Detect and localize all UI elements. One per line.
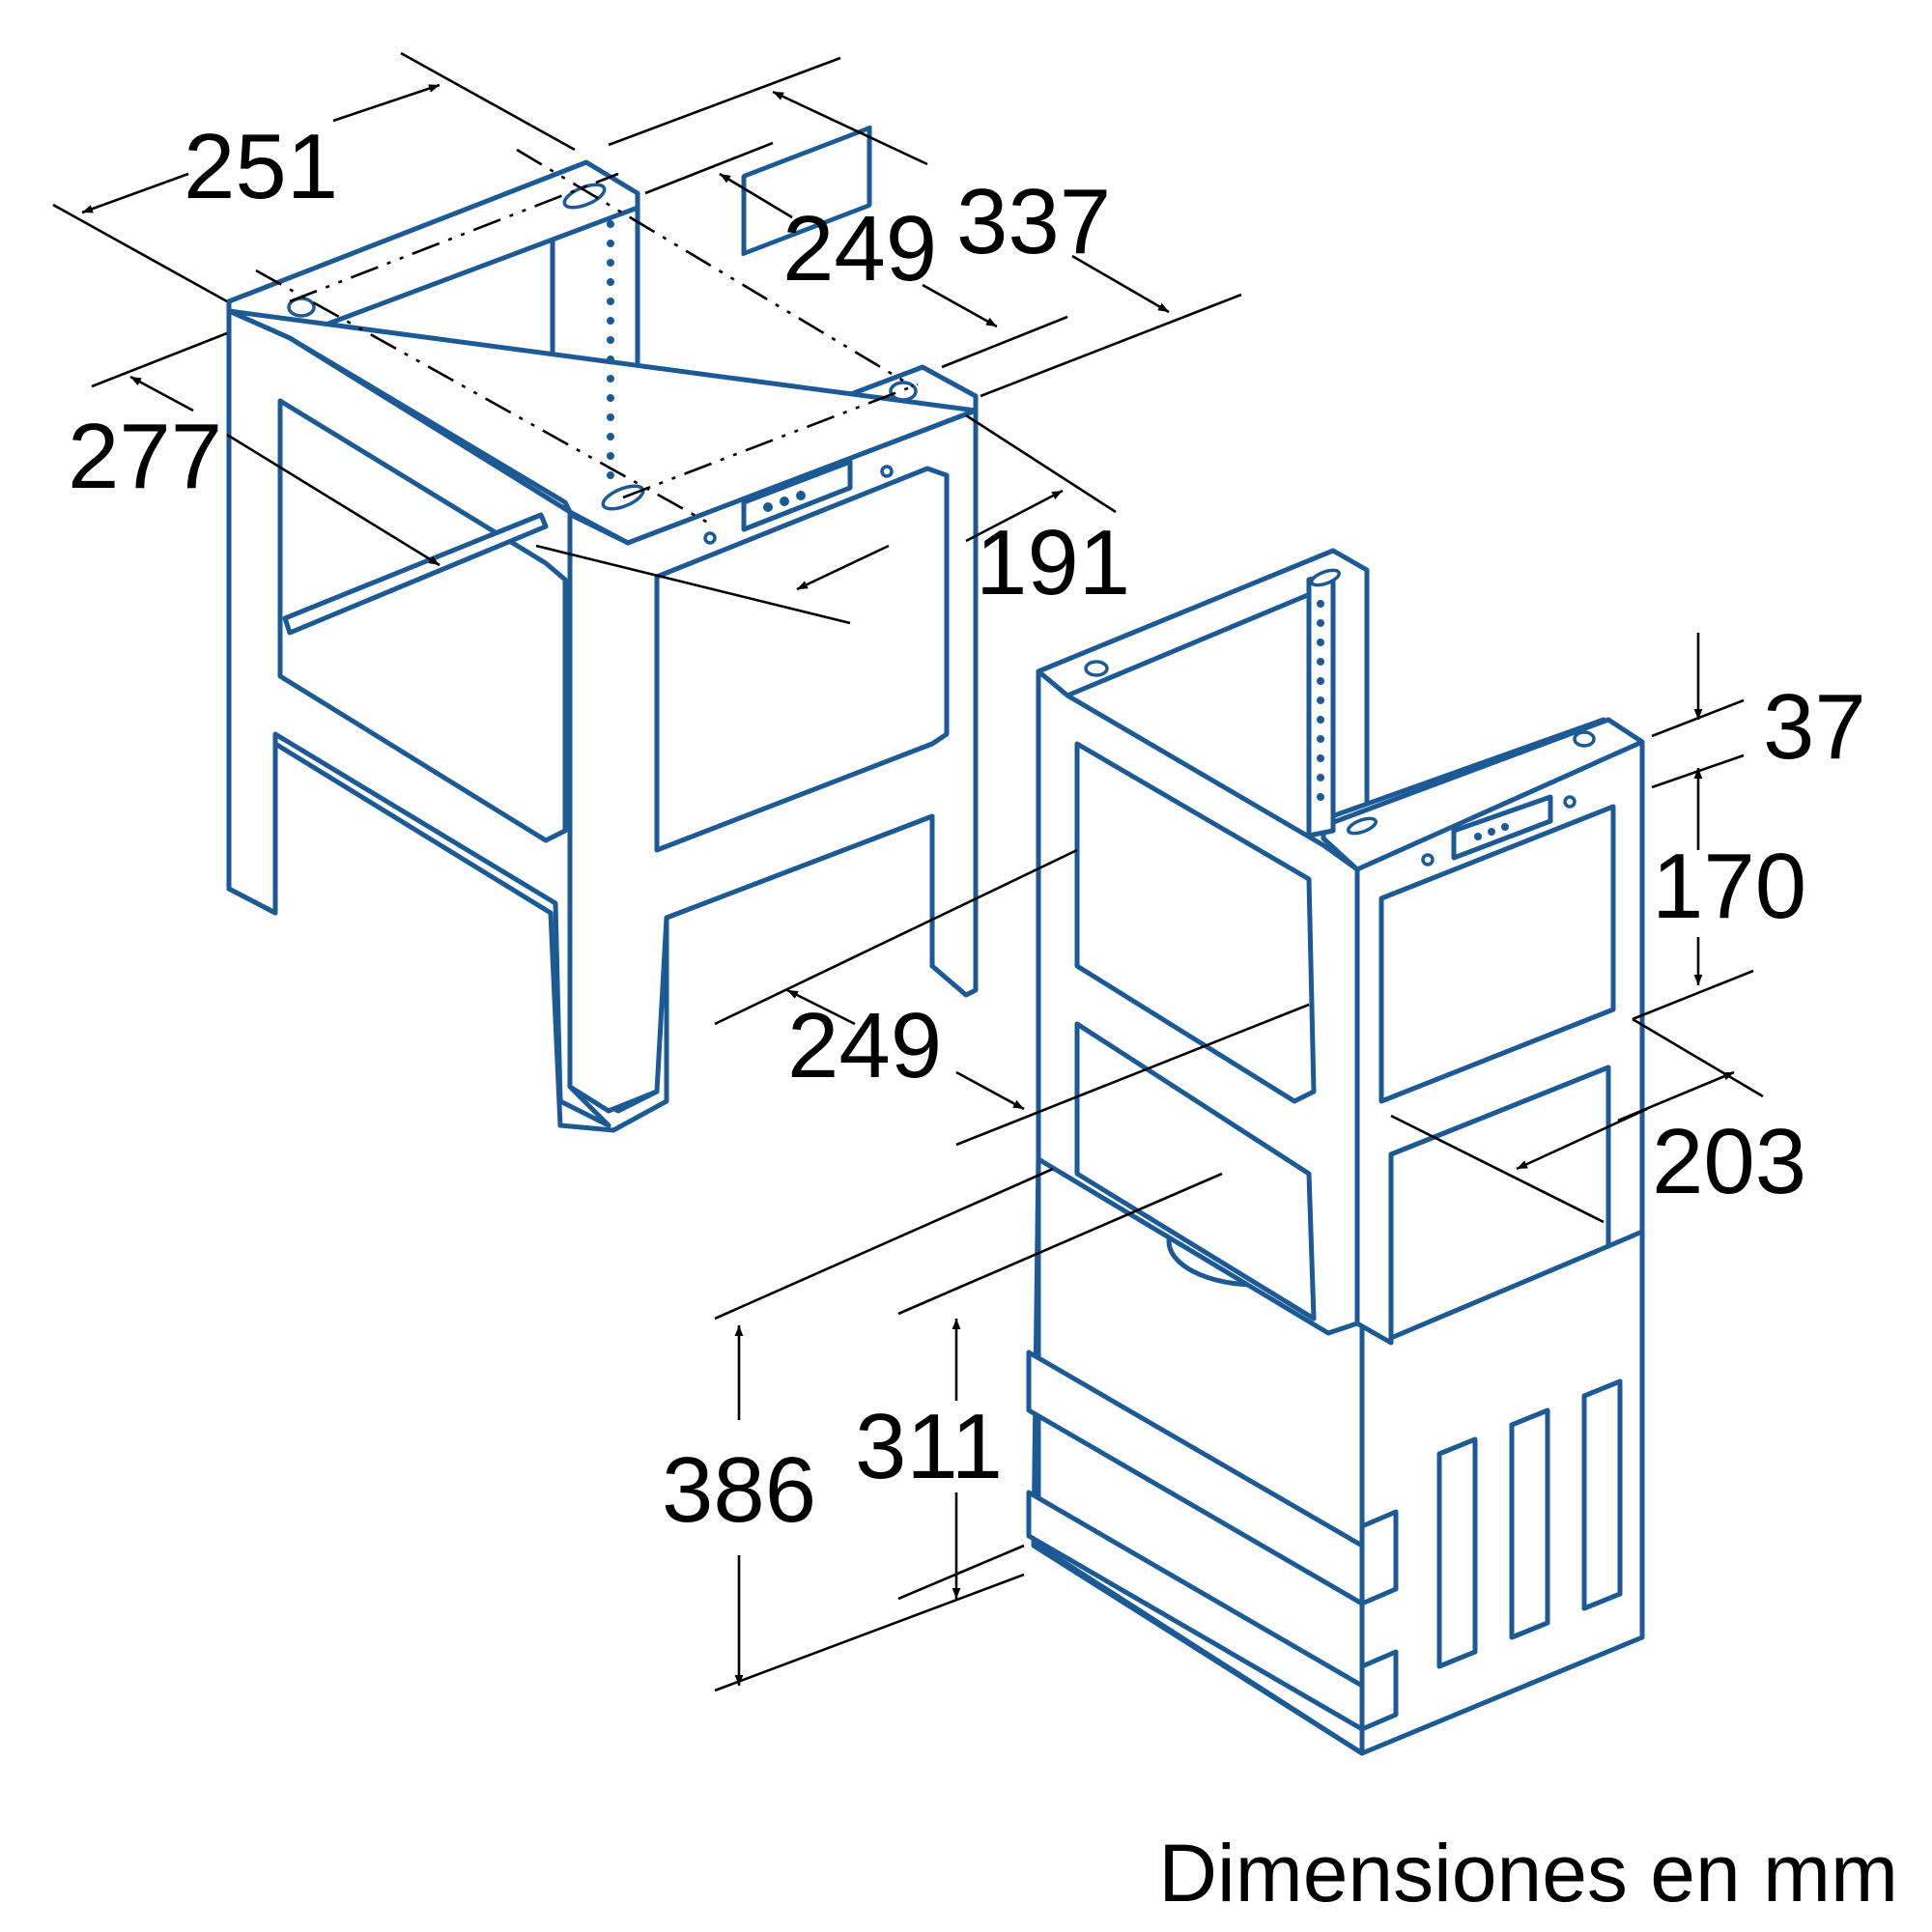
dim-337: 337 xyxy=(956,170,1111,273)
dimension-lines xyxy=(52,51,1764,1692)
lower-assembly xyxy=(1026,548,1645,1756)
rear-strip-holes xyxy=(607,220,614,479)
dim-170: 170 xyxy=(1652,835,1806,938)
dim-191: 191 xyxy=(976,511,1130,614)
lower-rear-strip-holes xyxy=(1317,600,1324,801)
dim-203: 203 xyxy=(1652,1110,1806,1213)
dim-37: 37 xyxy=(1763,675,1866,779)
dim-386: 386 xyxy=(662,1438,816,1542)
dim-249-top: 249 xyxy=(782,197,937,300)
dim-277: 277 xyxy=(68,405,222,508)
dim-311: 311 xyxy=(855,1395,1003,1498)
dim-249-bottom: 249 xyxy=(787,994,942,1097)
dim-251: 251 xyxy=(184,115,338,218)
units-caption: Dimensiones en mm xyxy=(1158,1828,1898,1918)
